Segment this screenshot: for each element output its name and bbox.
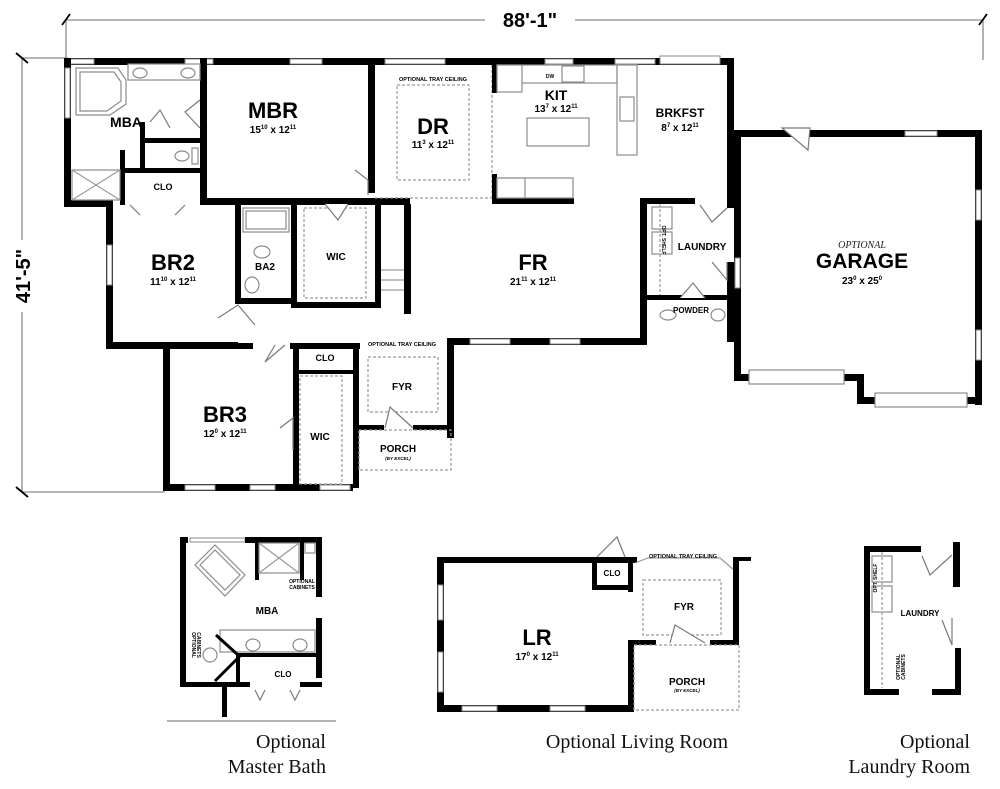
room-label-clo-mba: CLO — [154, 182, 173, 192]
depth-dimension: 41'-5" — [8, 52, 165, 498]
opt-laundry-cab-line2: CABINETS — [901, 654, 907, 680]
opt-lr-porch-label: PORCH — [669, 677, 705, 688]
room-label-powder: POWDER — [673, 306, 709, 315]
dishwasher-label: DW — [546, 74, 555, 80]
room-size-dr: 113 x 1211 — [412, 140, 455, 151]
optional-garage-prefix: OPTIONAL — [838, 240, 886, 251]
overall-width-label: 88'-1" — [503, 10, 557, 32]
opt-laundry-cab-line1: OPTIONAL — [896, 654, 902, 680]
room-size-mbr: 1510 x 1211 — [250, 125, 297, 136]
room-label-laundry: LAUNDRY — [678, 242, 727, 253]
opt-master-bath-mba-label: MBA — [256, 606, 279, 617]
room-size-fr: 2111 x 1211 — [510, 277, 557, 288]
opt-lr-size: 170 x 1211 — [515, 652, 559, 663]
caption-master-bath-line1: Optional — [256, 731, 326, 753]
overall-depth-label: 41'-5" — [13, 249, 35, 303]
opt-laundry-shelf-label: OPT. SHELF — [873, 564, 879, 593]
opt-laundry-label: LAUNDRY — [901, 609, 940, 618]
room-label-porch: PORCH — [380, 444, 416, 455]
porch-note: (BY EXCEL) — [385, 456, 411, 461]
kitchen: DW KIT 137 x 1211 BRKFST 87 x 1211 — [492, 58, 705, 204]
optional-master-bath-plan: MBA CLO OPTIONAL CABINETS OPTIONAL CABIN… — [167, 537, 336, 722]
room-label-fyr: FYR — [392, 382, 413, 393]
caption-laundry-line1: Optional — [900, 731, 970, 753]
optional-laundry-plan: LAUNDRY OPT. SHELF OPTIONAL CABINETS — [864, 542, 961, 695]
room-label-mbr: MBR — [248, 98, 298, 123]
opt-master-bath-clo-label: CLO — [275, 670, 292, 679]
caption-optional-master-bath: Optional Master Bath — [200, 730, 326, 780]
tray-ceiling-note-dr: OPTIONAL TRAY CEILING — [399, 77, 467, 83]
room-label-mba: MBA — [110, 114, 142, 130]
width-dimension: 88'-1" — [61, 6, 988, 60]
opt-lr-fyr-label: FYR — [674, 602, 695, 613]
room-size-br2: 1110 x 1211 — [150, 277, 197, 288]
family-room: FR 2111 x 1211 — [510, 250, 557, 288]
main-plan-walls — [64, 55, 734, 491]
bedroom-3-area: OPTIONAL TRAY CEILING BR3 120 x 1211 CLO… — [163, 342, 453, 488]
tray-ceiling-note-fyr: OPTIONAL TRAY CEILING — [368, 342, 436, 348]
opt-master-bath-cab2-line1: OPTIONAL — [190, 632, 196, 658]
caption-master-bath-line2: Master Bath — [227, 756, 326, 778]
optional-living-room-plan: OPTIONAL TRAY CEILING LR 170 x 1211 CLO … — [437, 535, 751, 712]
caption-optional-laundry-room: Optional Laundry Room — [810, 730, 970, 780]
garage: OPTIONAL GARAGE 230 x 250 — [734, 127, 982, 408]
room-size-garage: 230 x 250 — [842, 276, 883, 287]
room-label-br3: BR3 — [203, 402, 247, 427]
opt-shelf-label: OPT. SHELF — [660, 226, 666, 255]
opt-lr-tray-note: OPTIONAL TRAY CEILING — [649, 554, 717, 560]
opt-master-bath-cab1-line2: CABINETS — [289, 585, 315, 591]
room-size-br3: 120 x 1211 — [203, 429, 247, 440]
room-label-garage: GARAGE — [816, 250, 908, 273]
room-label-fr: FR — [518, 250, 547, 275]
opt-master-bath-cab1-line1: OPTIONAL — [289, 579, 315, 585]
opt-lr-porch-note: (BY EXCEL) — [674, 688, 700, 693]
caption-optional-living-room: Optional Living Room — [545, 731, 729, 753]
opt-master-bath-cab2-line2: CABINETS — [195, 632, 201, 658]
opt-lr-clo-label: CLO — [604, 569, 621, 578]
dining-room: OPTIONAL TRAY CEILING DR 113 x 1211 — [375, 65, 493, 199]
room-label-kit: KIT — [545, 87, 568, 103]
room-label-wic-br3: WIC — [310, 432, 329, 443]
room-label-brkfst: BRKFST — [656, 106, 705, 120]
bedroom-2-area: BR2 1110 x 1211 BA2 WIC — [108, 203, 411, 349]
room-label-br2: BR2 — [151, 250, 195, 275]
room-size-brkfst: 87 x 1211 — [661, 123, 699, 134]
room-label-wic-mbr: WIC — [326, 252, 345, 263]
caption-laundry-line2: Laundry Room — [848, 756, 970, 778]
room-size-kit: 137 x 1211 — [534, 104, 578, 115]
laundry-powder: LAUNDRY OPT. SHELF POWDER — [640, 198, 735, 322]
room-label-ba2: BA2 — [255, 262, 275, 273]
opt-lr-label: LR — [522, 625, 551, 650]
room-label-clo-br3: CLO — [316, 353, 335, 363]
master-suite: MBA MBR 1510 x 1211 CLO — [71, 58, 410, 216]
room-label-dr: DR — [417, 114, 449, 139]
